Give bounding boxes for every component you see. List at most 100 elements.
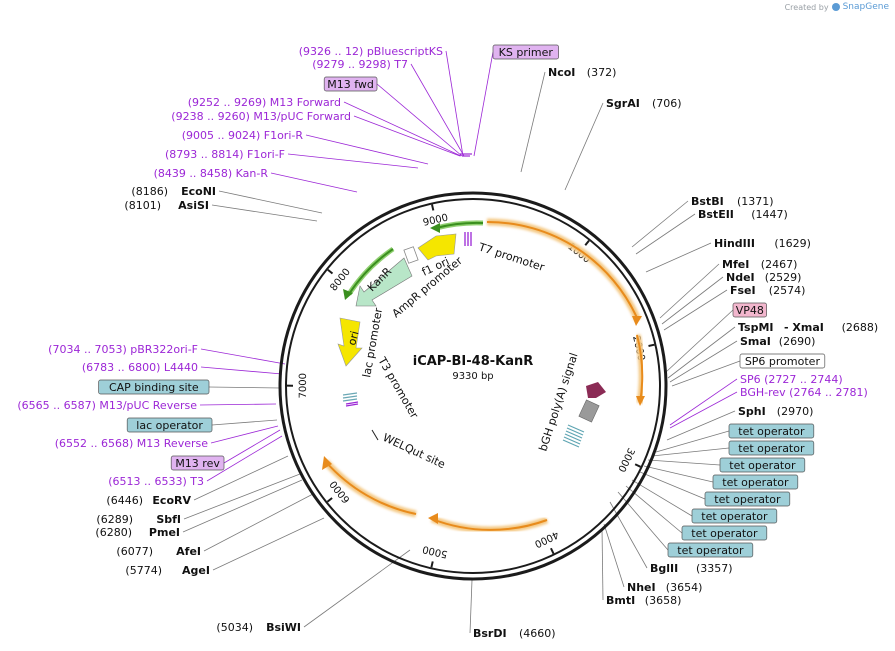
feature-box-label: tet operator: [691, 527, 758, 540]
primer-label: (9252 .. 9269) M13 Forward: [188, 96, 341, 109]
site-position: (2688): [842, 321, 879, 334]
created-by-text: Created by: [784, 2, 829, 12]
green-arc-left-core: [348, 248, 394, 295]
primer-label: (6552 .. 6568) M13 Reverse: [55, 437, 208, 450]
feature-shapes: [337, 232, 606, 448]
site-name: AsiSI: [178, 199, 209, 212]
feature-box-label-box: [704, 491, 791, 507]
site-position: (2529): [765, 271, 802, 284]
orf-arrow-3: [428, 513, 438, 524]
site-position: (3357): [696, 562, 733, 575]
lac-cluster-marks: [342, 392, 358, 402]
tick-mark: [584, 239, 590, 246]
site-name: NdeI: [726, 271, 755, 284]
site-position: (2574): [769, 284, 806, 297]
site-position: (6446): [106, 494, 143, 507]
right-labels: KS primerNcoI(372)SgrAI(706)BstBI(1371)B…: [473, 44, 879, 640]
site-position: (1447): [751, 208, 788, 221]
feature-box-label-box: [126, 417, 213, 433]
site-position: (8101): [124, 199, 161, 212]
orf-arrow-1: [632, 316, 642, 326]
primer-label: (8439 .. 8458) Kan-R: [154, 167, 269, 180]
feature-box-label-box: [170, 455, 225, 471]
site-name: EcoRV: [152, 494, 191, 507]
site-name: BstEII: [698, 208, 734, 221]
plasmid-size: 9330 bp: [452, 371, 493, 382]
orf-arc-4-core: [325, 461, 417, 515]
t7-promoter-label: T7 promoter: [476, 240, 546, 274]
site-name: HindIII: [714, 237, 755, 250]
feature-box-label: tet operator: [714, 493, 781, 506]
feature-box-label: M13 fwd: [327, 78, 374, 91]
primer-label: (6565 .. 6587) M13/pUC Reverse: [17, 399, 197, 412]
site-position: (1371): [737, 195, 774, 208]
tick-label: 4000: [533, 528, 561, 549]
site-position: (2467): [761, 258, 798, 271]
green-arrow-left: [343, 289, 353, 300]
site-name: BsiWI: [266, 621, 301, 634]
feature-box-label-box: [667, 542, 754, 558]
site-position: (706): [652, 97, 682, 110]
site-position: (4660): [519, 627, 556, 640]
feature-box-label-box: [323, 76, 378, 92]
primer-label: (8793 .. 8814) F1ori-F: [165, 148, 285, 161]
ori-arrow: [337, 317, 363, 367]
tick-label: 5000: [421, 543, 448, 559]
leader-lines: [182, 50, 741, 634]
primer-label: (6783 .. 6800) L4440: [82, 361, 198, 374]
vp48-arrow: [586, 382, 606, 398]
tick-mark: [326, 497, 333, 503]
site-name: PmeI: [149, 526, 180, 539]
site-position: (2690): [779, 335, 816, 348]
feature-box-label: CAP binding site: [109, 381, 199, 394]
tick-mark: [648, 343, 655, 348]
site-name: EcoNI: [181, 185, 216, 198]
primer-label: (6513 .. 6533) T3: [108, 475, 204, 488]
site-name: BglII: [650, 562, 678, 575]
site-name: SmaI: [740, 335, 771, 348]
site-position: (5034): [216, 621, 253, 634]
tick-label: 3000: [615, 446, 636, 474]
snapgene-name: SnapGene: [842, 2, 889, 12]
feature-box-label: tet operator: [738, 425, 805, 438]
feature-box-label-box: [728, 423, 815, 439]
site-name: NheI: [627, 581, 656, 594]
primer-label: (7034 .. 7053) pBR322ori-F: [48, 343, 198, 356]
orf-arcs: [322, 218, 646, 534]
site-name: AgeI: [182, 564, 210, 577]
feature-box-label: tet operator: [677, 544, 744, 557]
snapgene-logo-icon: [831, 3, 840, 11]
feature-box-label-box: [492, 44, 559, 60]
feature-box-label-box: [732, 302, 767, 318]
site-position: (1629): [774, 237, 811, 250]
feature-box-label-box: [98, 379, 210, 395]
feature-box-label-box: [719, 457, 806, 473]
feature-box-label: lac operator: [136, 419, 203, 432]
site-position: (372): [587, 66, 617, 79]
top-primer-marks: [460, 153, 472, 157]
bgh-box: [578, 399, 600, 423]
backbone-inner: [285, 198, 661, 574]
snapgene-brand: Created by SnapGene: [785, 2, 889, 12]
site-name: FseI: [730, 284, 756, 297]
site-name: TspMI: [738, 321, 774, 334]
feature-box-label: tet operator: [722, 476, 789, 489]
plasmid-name: iCAP-BI-48-KanR: [413, 354, 534, 369]
site-name: SbfI: [156, 513, 181, 526]
site-name: BsrDI: [473, 627, 507, 640]
site-position: (6289): [96, 513, 133, 526]
feature-box-label-box: [739, 353, 826, 369]
site-position: (5774): [125, 564, 162, 577]
site-name: SphI: [738, 405, 766, 418]
primer-label: (9279 .. 9298) T7: [312, 58, 408, 71]
feature-box-label-box: [681, 525, 768, 541]
backbone-outer: [278, 191, 668, 581]
primer-label: (9238 .. 9260) M13/pUC Forward: [171, 110, 351, 123]
feature-box-label-box: [728, 440, 815, 456]
orf-arrow-4: [322, 456, 332, 470]
tick-mark: [634, 463, 641, 468]
site-position: (2970): [777, 405, 814, 418]
lac-primer-marks: [345, 401, 359, 407]
green-arcs: [343, 220, 484, 300]
